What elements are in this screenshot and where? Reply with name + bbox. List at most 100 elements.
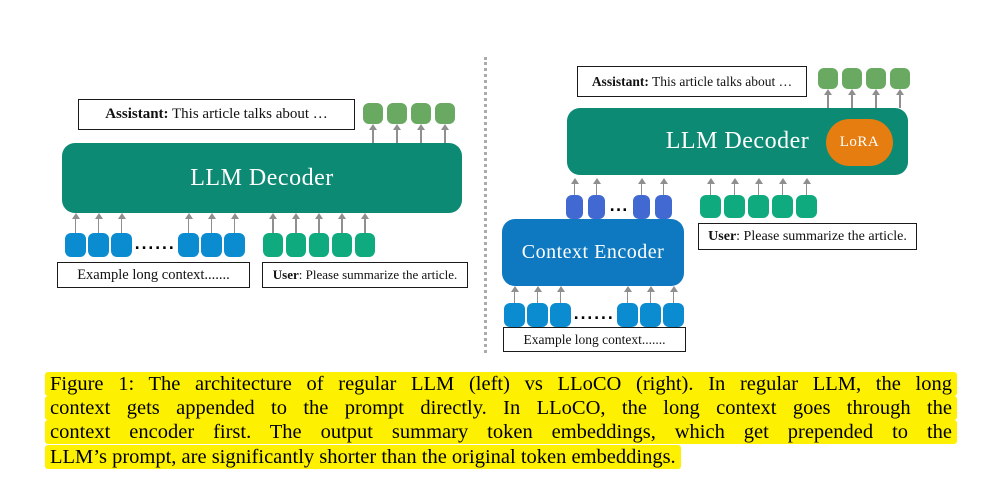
lora-badge: LoRA	[826, 119, 893, 166]
up-arrow-icon	[623, 286, 632, 303]
context-token	[617, 303, 638, 327]
caption-line: context encoder first. The output summar…	[45, 420, 957, 445]
prompt-token-group-left	[263, 213, 375, 257]
up-arrow-icon	[417, 124, 425, 143]
context-token	[527, 303, 548, 327]
prompt-token	[748, 195, 769, 218]
context-ellipsis-left: ......	[134, 237, 176, 253]
caption-highlight: context gets appended to the prompt dire…	[45, 396, 957, 421]
up-arrow-icon	[659, 178, 668, 195]
up-arrow-icon	[754, 178, 763, 195]
context-token-group-left-b	[178, 213, 245, 257]
up-arrow-icon	[117, 213, 126, 233]
context-token	[640, 303, 661, 327]
caption-line: context gets appended to the prompt dire…	[45, 396, 957, 421]
context-token	[224, 233, 245, 257]
caption-line: Figure 1: The architecture of regular LL…	[45, 372, 957, 396]
output-token	[435, 103, 455, 124]
output-token	[387, 103, 407, 124]
llm-decoder-left: LLM Decoder	[62, 143, 462, 213]
user-prompt-box-left: User: Please summarize the article.	[262, 262, 468, 288]
up-arrow-icon	[637, 178, 646, 195]
up-arrow-icon	[292, 213, 300, 233]
caption-highlight: Figure 1: The architecture of regular LL…	[45, 372, 957, 396]
up-arrow-icon	[71, 213, 80, 233]
user-text: : Please summarize the article.	[298, 267, 458, 282]
user-prompt-box-right: User: Please summarize the article.	[698, 223, 917, 250]
summary-token-group-b	[633, 178, 672, 219]
up-arrow-icon	[896, 89, 904, 108]
summary-token	[566, 195, 583, 219]
example-context-box-right: Example long context.......	[503, 327, 686, 352]
up-arrow-icon	[669, 286, 678, 303]
up-arrow-icon	[441, 124, 449, 143]
prompt-token	[772, 195, 793, 218]
output-token-group-left	[363, 103, 455, 143]
up-arrow-icon	[184, 213, 193, 233]
up-arrow-icon	[592, 178, 601, 195]
output-token	[890, 68, 910, 89]
up-arrow-icon	[706, 178, 715, 195]
up-arrow-icon	[338, 213, 346, 233]
user-text: : Please summarize the article.	[736, 228, 907, 244]
context-token	[504, 303, 525, 327]
up-arrow-icon	[315, 213, 323, 233]
prompt-token-group-right	[700, 178, 817, 218]
assistant-output-box-left: Assistant: This article talks about …	[78, 99, 355, 130]
prompt-token	[286, 233, 306, 257]
assistant-text: This article talks about …	[648, 73, 793, 89]
up-arrow-icon	[393, 124, 401, 143]
prompt-token	[332, 233, 352, 257]
prompt-token	[700, 195, 721, 218]
output-token	[866, 68, 886, 89]
context-token	[88, 233, 109, 257]
assistant-output-box-right: Assistant: This article talks about …	[577, 66, 807, 97]
up-arrow-icon	[646, 286, 655, 303]
panel-divider	[484, 57, 487, 353]
output-token	[818, 68, 838, 89]
up-arrow-icon	[533, 286, 542, 303]
caption-line: LLM’s prompt, are significantly shorter …	[45, 444, 957, 469]
context-token	[178, 233, 199, 257]
prompt-token	[724, 195, 745, 218]
figure-caption: Figure 1: The architecture of regular LL…	[45, 372, 957, 469]
example-context-box-left: Example long context.......	[57, 262, 250, 288]
up-arrow-icon	[230, 213, 239, 233]
up-arrow-icon	[778, 178, 787, 195]
up-arrow-icon	[730, 178, 739, 195]
context-ellipsis-right: ......	[573, 307, 615, 323]
up-arrow-icon	[369, 124, 377, 143]
assistant-label: Assistant:	[591, 73, 649, 89]
up-arrow-icon	[361, 213, 369, 233]
summary-ellipsis: ...	[609, 199, 629, 215]
up-arrow-icon	[510, 286, 519, 303]
up-arrow-icon	[824, 89, 832, 108]
encoder-input-group-b	[617, 286, 684, 327]
caption-highlight: LLM’s prompt, are significantly shorter …	[45, 444, 681, 469]
up-arrow-icon	[94, 213, 103, 233]
context-token	[111, 233, 132, 257]
up-arrow-icon	[570, 178, 579, 195]
prompt-token	[309, 233, 329, 257]
context-encoder: Context Encoder	[502, 219, 684, 286]
summary-token	[655, 195, 672, 219]
up-arrow-icon	[802, 178, 811, 195]
context-token	[663, 303, 684, 327]
context-token	[550, 303, 571, 327]
context-token	[65, 233, 86, 257]
context-token	[201, 233, 222, 257]
output-token	[363, 103, 383, 124]
output-token-group-right	[818, 68, 910, 108]
user-label: User	[708, 228, 737, 244]
summary-token	[633, 195, 650, 219]
prompt-token	[796, 195, 817, 218]
up-arrow-icon	[848, 89, 856, 108]
caption-highlight: context encoder first. The output summar…	[45, 420, 957, 445]
output-token	[842, 68, 862, 89]
encoder-input-group-a	[504, 286, 571, 327]
up-arrow-icon	[872, 89, 880, 108]
assistant-text: This article talks about …	[168, 106, 328, 122]
summary-token-group-a	[566, 178, 605, 219]
up-arrow-icon	[269, 213, 277, 233]
